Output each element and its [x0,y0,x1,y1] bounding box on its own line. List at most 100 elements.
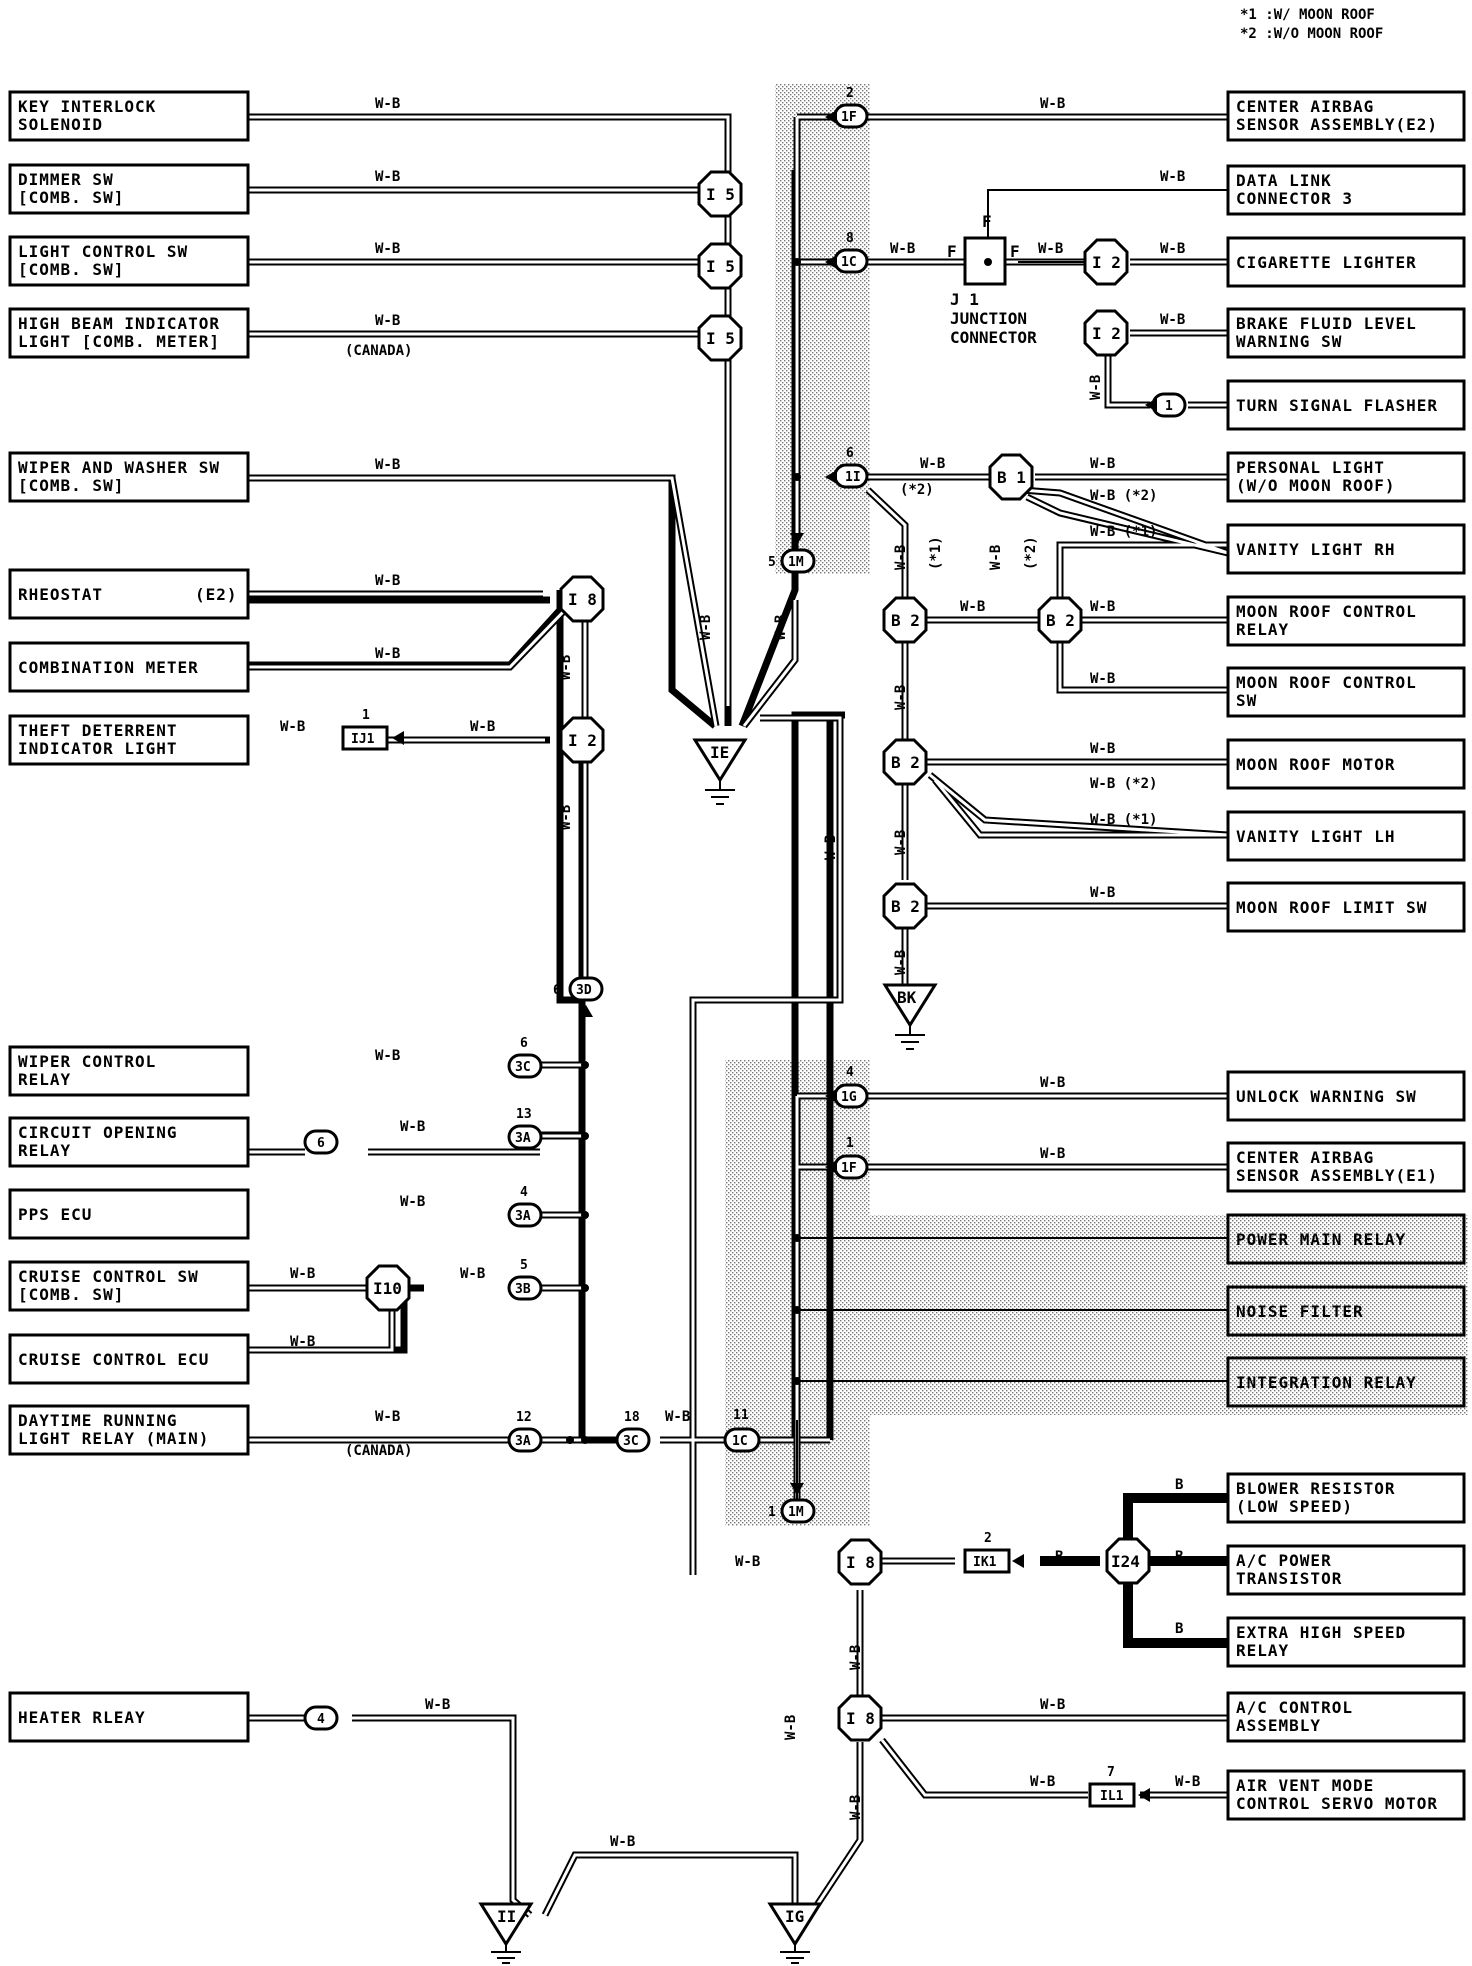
svg-text:B: B [1175,1549,1183,1565]
svg-text:I 2: I 2 [1092,253,1121,272]
svg-text:W-B: W-B [375,96,400,112]
j1-junction-connector: F F F J 1 JUNCTION CONNECTOR [947,212,1037,347]
svg-text:3A: 3A [515,1434,531,1449]
svg-text:4: 4 [520,1185,528,1200]
svg-text:IK1: IK1 [973,1555,997,1570]
junctions: I 5 I 5 I 5 I 8 I 2 I10 I 2 I 2 B 1 B 2 … [365,170,1151,1742]
blower-resistor-label-2: (LOW SPEED) [1236,1497,1353,1516]
svg-text:B 2: B 2 [891,897,920,916]
svg-text:W-B: W-B [290,1334,315,1350]
light-control-label-2: [COMB. SW] [18,260,124,279]
connector-1c-top: 1C8 [833,231,869,274]
svg-text:5: 5 [768,555,776,570]
svg-text:W-B: W-B [1038,241,1063,257]
power-main-label: POWER MAIN RELAY [1236,1230,1406,1249]
svg-text:CONNECTOR: CONNECTOR [950,328,1037,347]
svg-text:W-B: W-B [1030,1774,1055,1790]
svg-text:7: 7 [1107,1765,1115,1780]
right-components: CENTER AIRBAG SENSOR ASSEMBLY(E2) DATA L… [1226,90,1466,1821]
svg-text:W-B: W-B [375,573,400,589]
junction-i8-lower-a: I 8 [837,1538,883,1586]
svg-text:3B: 3B [515,1282,531,1297]
junction-i5-1: I 5 [697,170,743,218]
left-components: KEY INTERLOCK SOLENOID DIMMER SW [COMB. … [8,90,250,1743]
svg-text:I 5: I 5 [706,257,735,276]
svg-text:6: 6 [520,1036,528,1051]
svg-text:3C: 3C [623,1434,639,1449]
heater-relay-label: HEATER RLEAY [18,1708,146,1727]
svg-text:W-B (*1): W-B (*1) [1090,812,1157,828]
svg-text:W-B: W-B [280,719,305,735]
svg-text:W-B: W-B [848,1645,864,1670]
svg-text:JUNCTION: JUNCTION [950,309,1027,328]
svg-text:W-B: W-B [470,719,495,735]
junction-i8-upper: I 8 [559,575,605,623]
svg-text:W-B: W-B [893,830,909,855]
personal-light-label-1: PERSONAL LIGHT [1236,458,1385,477]
wire-paths [248,113,844,1918]
svg-text:W-B: W-B [1160,241,1185,257]
extra-high-label-1: EXTRA HIGH SPEED [1236,1623,1406,1642]
svg-text:W-B: W-B [893,685,909,710]
svg-text:W-B: W-B [290,1266,315,1282]
rheostat-e2: (E2) [195,585,238,604]
right-wires-inner [795,115,1229,1906]
turn-signal-label: TURN SIGNAL FLASHER [1236,396,1438,415]
svg-text:(CANADA): (CANADA) [345,343,412,359]
svg-text:W-B: W-B [558,655,574,680]
svg-text:W-B: W-B [460,1266,485,1282]
connector-6-circuit: 6 [303,1129,339,1155]
svg-text:1F: 1F [841,1161,857,1176]
svg-text:B 1: B 1 [997,468,1026,487]
svg-text:W-B: W-B [1160,312,1185,328]
svg-text:1: 1 [846,1136,854,1151]
svg-text:J 1: J 1 [950,290,979,309]
junction-b2-b: B 2 [1037,596,1083,644]
svg-text:1: 1 [362,708,370,723]
svg-text:IL1: IL1 [1100,1789,1124,1804]
b-wires [1040,1493,1228,1648]
junction-b2-d: B 2 [882,882,928,930]
svg-text:F: F [947,242,957,261]
high-beam-label-1: HIGH BEAM INDICATOR [18,314,220,333]
airbag-e1-label-1: CENTER AIRBAG [1236,1148,1374,1167]
connector-3b: 3B5 [507,1258,543,1301]
svg-text:3C: 3C [515,1060,531,1075]
cruise-sw-label-2: [COMB. SW] [18,1285,124,1304]
svg-text:W-B: W-B [890,241,915,257]
arrows [392,110,1157,1802]
connector-1-turn: 1 [1151,392,1187,418]
svg-text:(*1): (*1) [928,536,944,570]
svg-text:W-B: W-B [425,1697,450,1713]
svg-text:W-B: W-B [823,835,839,860]
svg-text:(CANADA): (CANADA) [345,1443,412,1459]
svg-text:W-B: W-B [1090,885,1115,901]
svg-text:3A: 3A [515,1209,531,1224]
svg-text:I 5: I 5 [706,329,735,348]
airbag-e2-label-2: SENSOR ASSEMBLY(E2) [1236,115,1438,134]
svg-text:B: B [1055,1549,1063,1565]
cigarette-lighter-label: CIGARETTE LIGHTER [1236,253,1417,272]
svg-text:4: 4 [846,1065,854,1080]
svg-text:W-B: W-B [610,1834,635,1850]
svg-text:BK: BK [897,988,917,1007]
vanity-rh-label: VANITY LIGHT RH [1236,540,1396,559]
svg-text:F: F [982,212,992,231]
connector-il1: IL1 7 [1088,1765,1136,1808]
dimmer-sw-label-1: DIMMER SW [18,170,114,189]
svg-text:B 2: B 2 [1046,611,1075,630]
svg-text:W-B: W-B [375,169,400,185]
high-beam-label-2: LIGHT [COMB. METER] [18,332,220,351]
junction-i2-b: I 2 [1083,309,1129,357]
key-interlock-label-2: SOLENOID [18,115,103,134]
wiper-washer-label-1: WIPER AND WASHER SW [18,458,220,477]
svg-text:IG: IG [785,1907,804,1926]
svg-text:11: 11 [733,1408,749,1423]
personal-light-label-2: (W/O MOON ROOF) [1236,476,1396,495]
ground-bk: BK [882,983,938,1050]
